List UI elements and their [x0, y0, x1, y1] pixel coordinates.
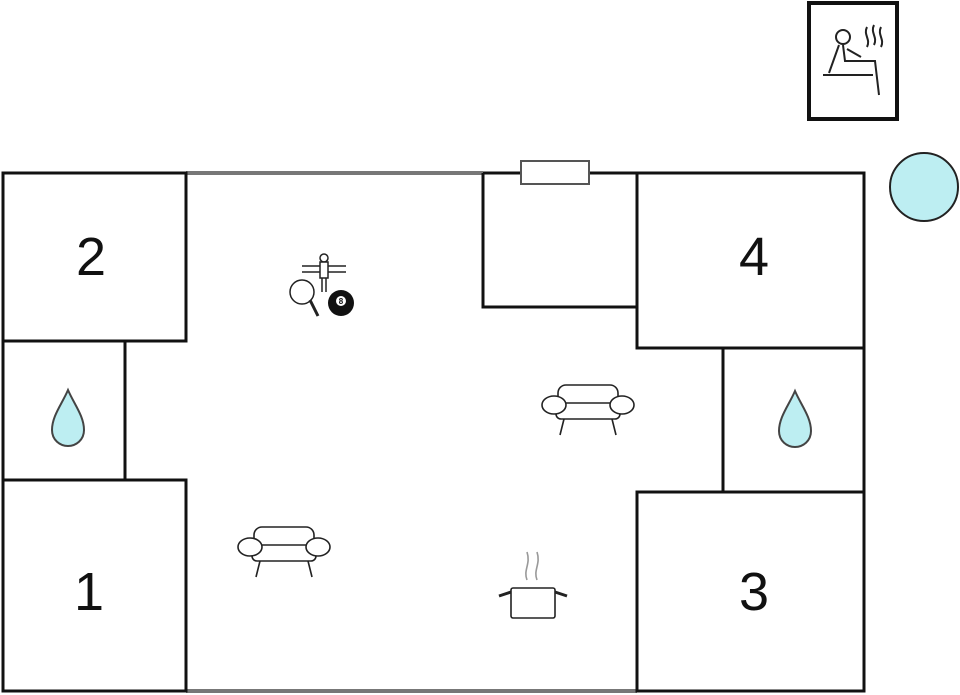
sofa-icon [541, 384, 635, 436]
foosball-icon [302, 253, 346, 292]
sofa-icon [237, 526, 331, 578]
cooking-pot-icon [498, 551, 568, 619]
sauna-icon [807, 1, 899, 121]
room-2-label: 2 [75, 227, 107, 287]
room-1-label: 1 [73, 562, 105, 622]
room-3-label: 3 [738, 562, 770, 622]
water-drop-icon [777, 388, 813, 449]
water-drop-icon [50, 387, 86, 448]
ping-pong-paddle-icon [289, 279, 320, 317]
room-1-outline [1, 478, 188, 693]
closet-outline [481, 173, 637, 309]
games-icon: 8 [289, 253, 354, 317]
window [520, 160, 590, 185]
room-3-outline [635, 490, 866, 693]
room-4-label: 4 [738, 227, 770, 287]
pool-icon [889, 152, 959, 222]
svg-text:8: 8 [339, 297, 344, 306]
eight-ball-icon: 8 [328, 290, 354, 316]
